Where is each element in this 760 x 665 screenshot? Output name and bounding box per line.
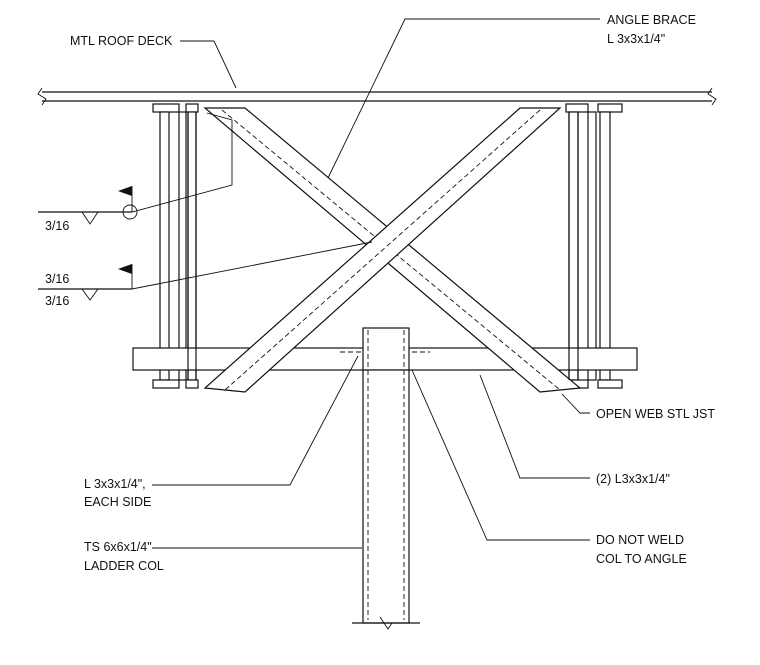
label-mtl-roof-deck: MTL ROOF DECK: [70, 34, 173, 48]
label-angle-brace: ANGLE BRACE: [607, 13, 696, 27]
label-no-weld-2: COL TO ANGLE: [596, 552, 687, 566]
weld-symbol-upper: [38, 186, 138, 225]
roof-deck: [37, 87, 717, 106]
label-angle-each-1: L 3x3x1/4",: [84, 477, 146, 491]
label-two-angles: (2) L3x3x1/4": [596, 472, 670, 486]
label-weld-mid-bottom: 3/16: [45, 294, 69, 308]
label-ts-2: LADDER COL: [84, 559, 164, 573]
label-angle-brace-size: L 3x3x1/4": [607, 32, 665, 46]
weld-symbol-lower: [38, 264, 133, 301]
angle-brace-diagonal-2: [203, 107, 562, 393]
label-weld-upper: 3/16: [45, 219, 69, 233]
label-open-web: OPEN WEB STL JST: [596, 407, 715, 421]
label-ts-1: TS 6x6x1/4": [84, 540, 152, 554]
left-joist: [152, 103, 199, 389]
label-angle-each-2: EACH SIDE: [84, 495, 151, 509]
ladder-column: [352, 327, 420, 630]
label-no-weld-1: DO NOT WELD: [596, 533, 684, 547]
joist-overlay: [187, 112, 579, 380]
right-joist: [565, 103, 623, 389]
label-weld-mid-top: 3/16: [45, 272, 69, 286]
